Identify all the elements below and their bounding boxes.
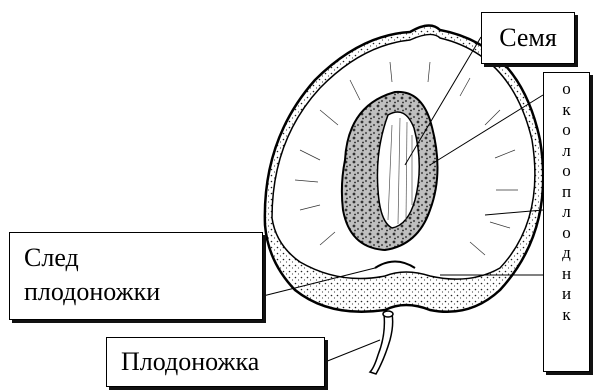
label-pericarp-letter: о xyxy=(562,120,571,141)
label-pericarp-letter: о xyxy=(562,79,571,100)
label-pericarp-letter: д xyxy=(562,243,571,264)
label-pericarp-letter: и xyxy=(562,284,571,305)
label-pericarp-letter: о xyxy=(562,223,571,244)
label-pericarp-letter: л xyxy=(562,202,570,223)
label-pericarp-letter: п xyxy=(562,182,571,203)
label-pericarp-letter: о xyxy=(562,161,571,182)
label-pericarp-letter: л xyxy=(562,141,570,162)
stalk xyxy=(370,314,393,374)
label-pericarp-letter: к xyxy=(562,305,570,326)
label-seed: Семя xyxy=(481,12,575,64)
label-seed-text: Семя xyxy=(499,23,557,53)
label-stalk-text: Плодоножка xyxy=(121,347,259,377)
label-stalk: Плодоножка xyxy=(106,337,325,387)
label-stalk-scar-line-1: След xyxy=(24,241,262,275)
label-stalk-scar-line-2: плодоножки xyxy=(24,275,262,309)
label-pericarp-letter: к xyxy=(562,100,570,121)
label-stalk-scar: След плодоножки xyxy=(9,232,263,320)
stalk-end xyxy=(383,311,393,317)
label-pericarp-letter: н xyxy=(562,264,571,285)
